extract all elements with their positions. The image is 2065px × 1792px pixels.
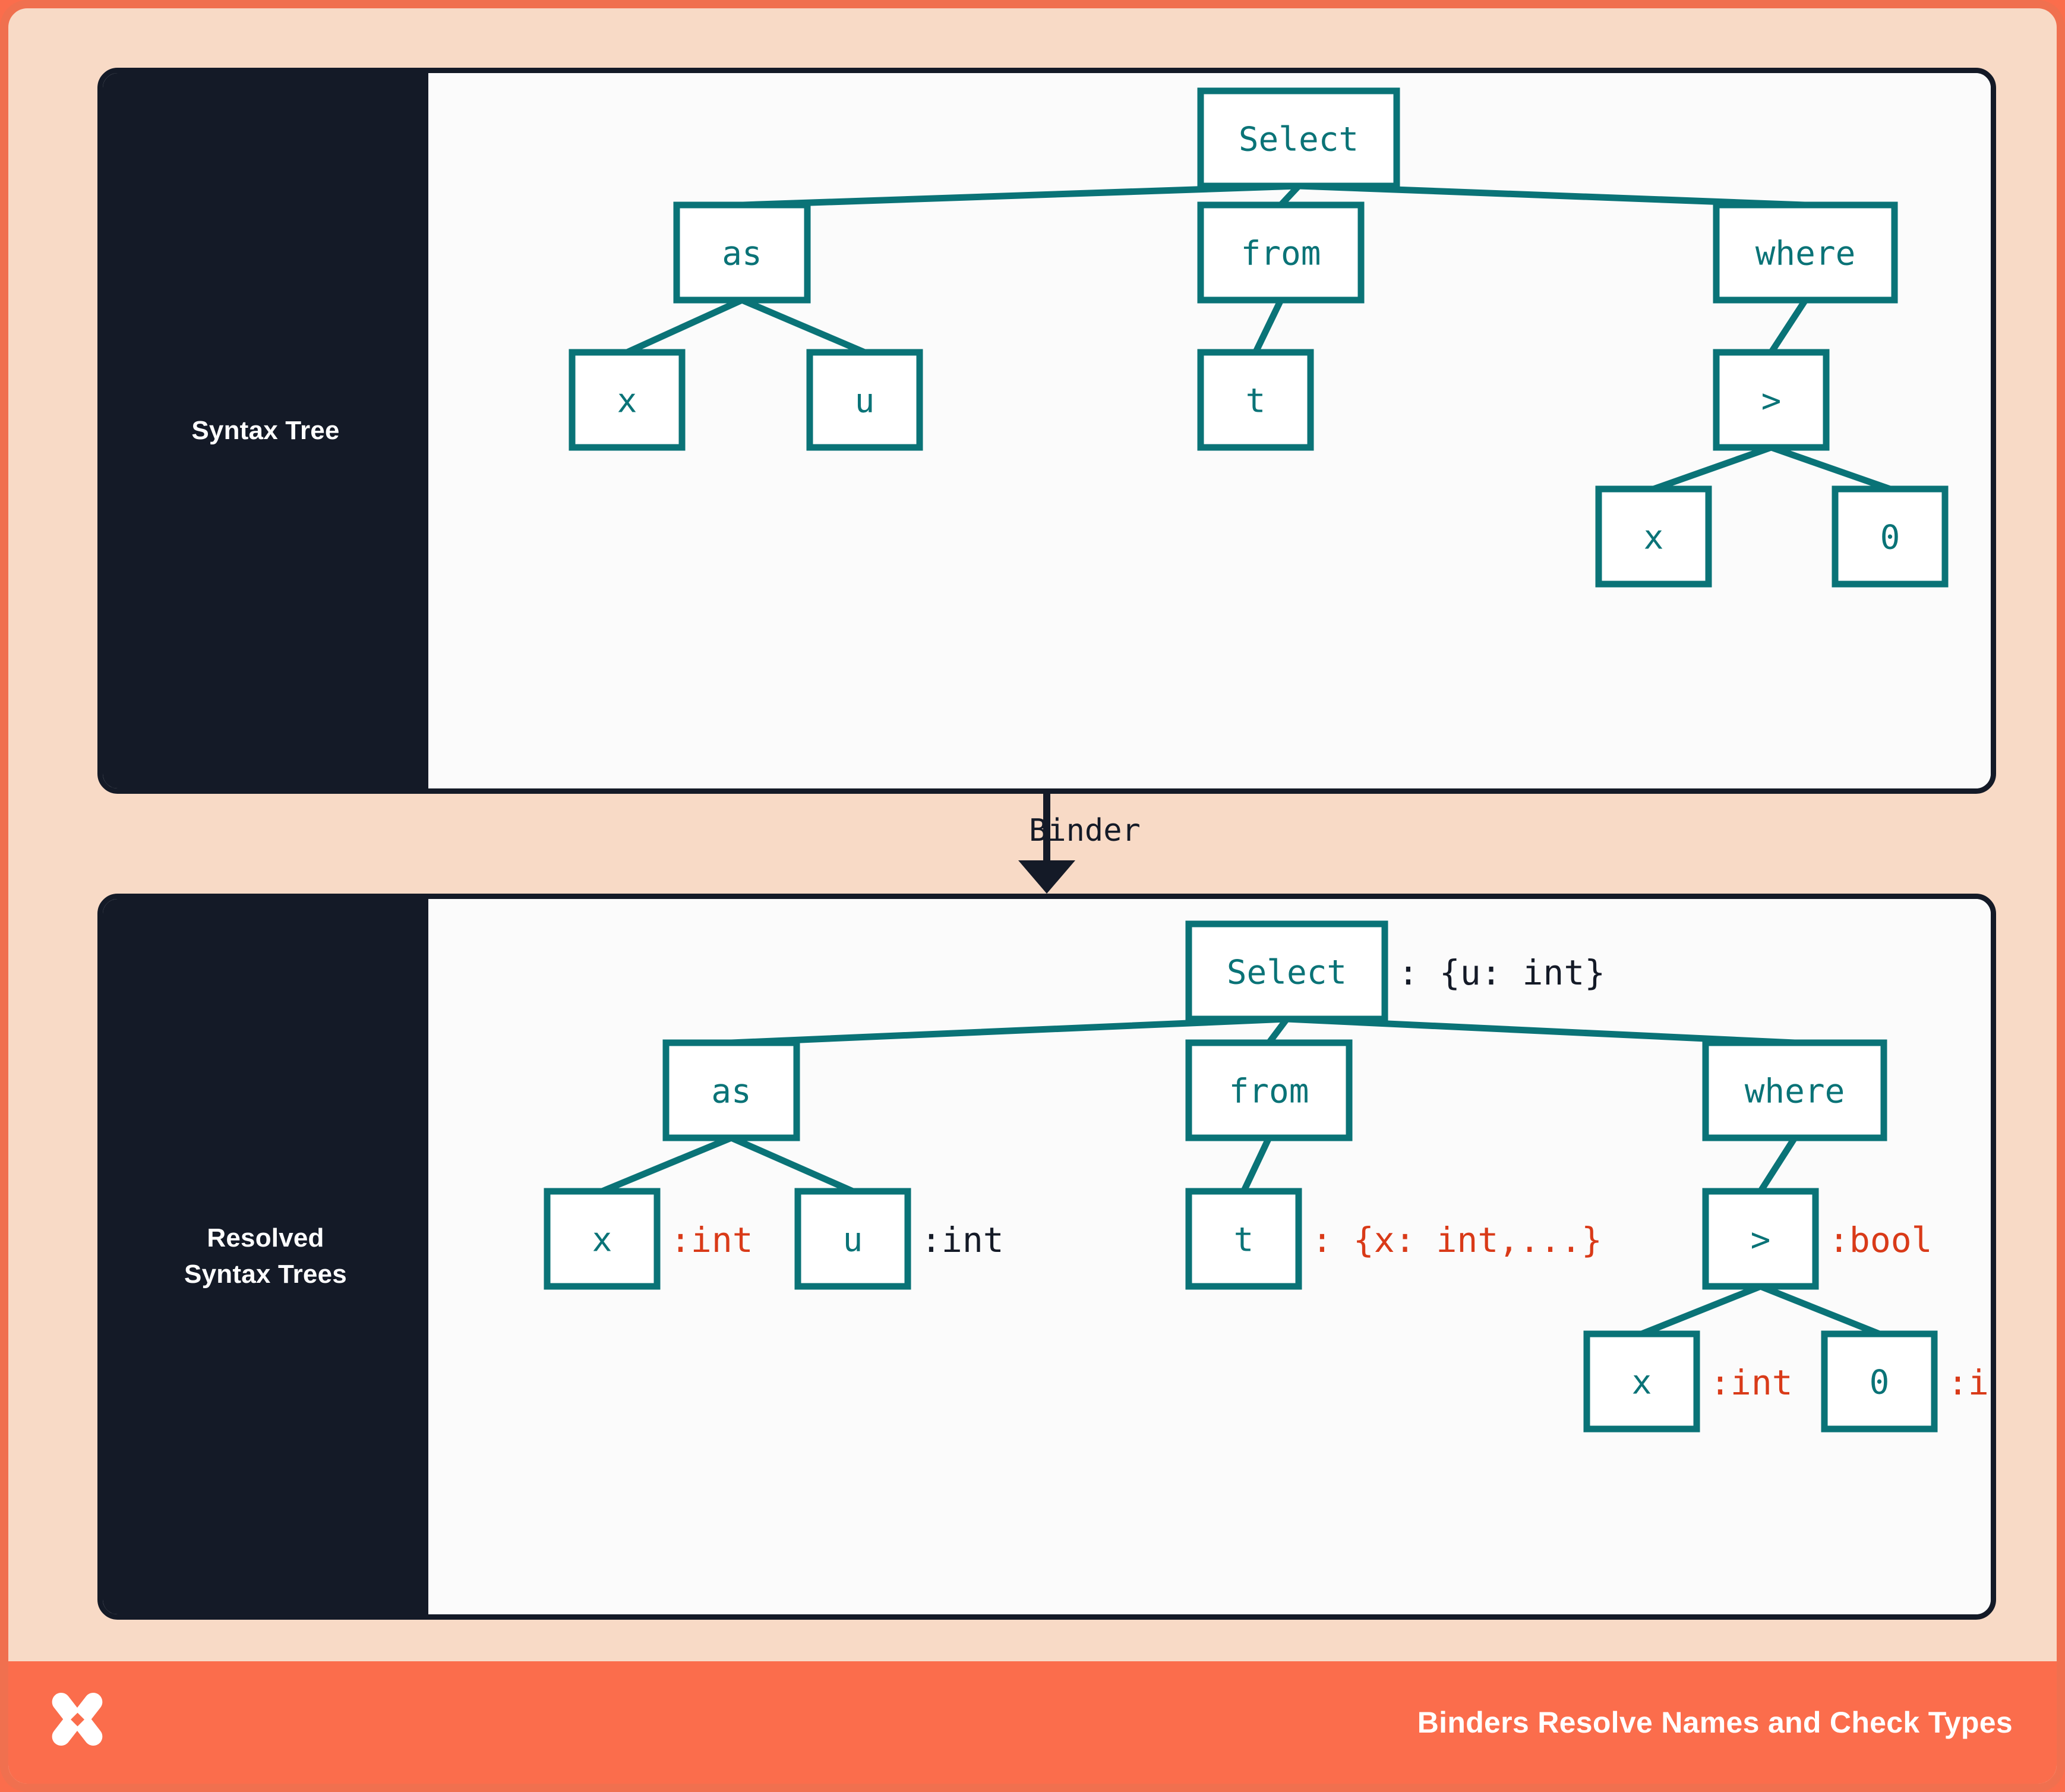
tree-edge <box>1755 1133 1799 1196</box>
tree-node-label: u <box>843 1221 863 1260</box>
syntax-tree-canvas: Select as from where x u t > x 0 <box>428 73 1991 788</box>
tree-edge <box>728 1015 1290 1046</box>
panel-label-text: Syntax Tree <box>191 415 340 445</box>
tree-node-annotation: :int <box>1710 1362 1793 1403</box>
tree-node-box <box>1713 201 1898 304</box>
tree-node-label: as <box>711 1072 751 1111</box>
tree-node-gt: > <box>1713 349 1830 451</box>
binder-arrow-icon <box>1018 794 1075 894</box>
tree-node-label: t <box>1234 1221 1254 1260</box>
tree-node-label: from <box>1229 1072 1309 1111</box>
tree-node-box <box>1197 201 1365 304</box>
tree-node-annotation: :int <box>670 1220 753 1260</box>
binder-arrow-region <box>97 794 1996 894</box>
tree-node-from-t: t <box>1197 349 1314 451</box>
tree-edge <box>1649 443 1776 494</box>
panel-label-resolved-syntax-trees: Resolved Syntax Trees <box>103 899 428 1614</box>
tree-node-label: u <box>855 382 875 421</box>
tree-node-box <box>569 349 686 451</box>
tree-node-from-t: t : {x: int,...} <box>1185 1188 1602 1290</box>
tree-node-from: from <box>1197 201 1365 304</box>
tree-node-box <box>806 349 923 451</box>
panel-syntax-tree: Syntax Tree Select as from where x u t > x 0 <box>97 68 1996 794</box>
tree-edge <box>623 295 747 357</box>
tree-node-label: where <box>1755 235 1856 273</box>
tree-node-label: Select <box>1227 954 1347 992</box>
tree-node-label: x <box>1632 1364 1652 1402</box>
tree-node-box <box>1702 1039 1887 1141</box>
tree-node-label: from <box>1241 235 1321 273</box>
tree-node-where: where <box>1702 1039 1887 1141</box>
tree-node-annotation: : {x: int,...} <box>1312 1220 1602 1260</box>
tree-node-box <box>794 1188 911 1290</box>
tree-edge <box>1239 1133 1274 1196</box>
tree-edge <box>1637 1282 1765 1339</box>
x-star-logo-icon <box>52 1693 103 1746</box>
tree-node-label: > <box>1751 1221 1771 1260</box>
tree-node-select: Select <box>1197 87 1400 190</box>
tree-node-as-x: x :int <box>544 1188 753 1290</box>
tree-node-label: as <box>722 235 762 273</box>
panel-label-text-line1: Resolved <box>207 1223 324 1253</box>
tree-node-as: as <box>662 1039 800 1141</box>
tree-node-box <box>1583 1330 1700 1433</box>
tree-node-box <box>544 1188 661 1290</box>
tree-node-box <box>1595 485 1712 588</box>
tree-node-annotation: :bool <box>1829 1220 1933 1260</box>
tree-edge <box>1766 295 1810 357</box>
tree-node-annotation: : {u: int} <box>1398 952 1605 993</box>
binder-label: Binder <box>1029 813 1141 848</box>
tree-node-box <box>1197 349 1314 451</box>
panel-resolved-syntax-trees: Resolved Syntax Trees Select : {u: int} as… <box>97 894 1996 1620</box>
tree-node-box <box>1197 87 1400 190</box>
tree-edge <box>727 1133 857 1196</box>
tree-node-box <box>1821 1330 1938 1433</box>
tree-node-box <box>1185 920 1388 1023</box>
tree-node-gt: > :bool <box>1702 1188 1933 1290</box>
tree-node-gt-0: 0 :int <box>1821 1330 1991 1433</box>
panel-label-text-line2: Syntax Trees <box>184 1260 347 1289</box>
tree-node-label: where <box>1745 1072 1845 1111</box>
tree-node-label: x <box>617 382 637 421</box>
tree-edge <box>1251 295 1286 357</box>
tree-node-box <box>1185 1039 1353 1141</box>
footer-title: Binders Resolve Names and Check Types <box>1417 1706 2013 1739</box>
tree-node-label: x <box>1644 519 1664 557</box>
tree-node-label: 0 <box>1870 1364 1890 1402</box>
tree-node-box <box>662 1039 800 1141</box>
panel-label-syntax-tree: Syntax Tree <box>103 73 428 788</box>
tree-node-label: 0 <box>1880 519 1900 557</box>
syntax-tree-graph: Select as from where x u t > x 0 <box>569 87 1949 588</box>
tree-node-box <box>673 201 811 304</box>
tree-node-label: x <box>592 1221 612 1260</box>
tree-node-as-u: u :int <box>794 1188 1004 1290</box>
tree-node-box <box>1185 1188 1302 1290</box>
tree-node-box <box>1713 349 1830 451</box>
tree-node-as-x: x <box>569 349 686 451</box>
tree-node-label: > <box>1761 382 1782 421</box>
tree-node-annotation: :int <box>1947 1362 1991 1403</box>
footer-bar: Binders Resolve Names and Check Types <box>8 1661 2057 1784</box>
tree-node-label: t <box>1246 382 1266 421</box>
tree-node-gt-x: x <box>1595 485 1712 588</box>
tree-node-box <box>1702 1188 1819 1290</box>
tree-node-label: Select <box>1239 121 1359 159</box>
tree-node-as-u: u <box>806 349 923 451</box>
tree-node-gt-x: x :int <box>1583 1330 1793 1433</box>
resolved-syntax-tree-canvas: Select : {u: int} as from where x :int u :int t : … <box>428 899 1991 1614</box>
tree-node-annotation: :int <box>921 1220 1004 1260</box>
tree-edge <box>1756 1282 1884 1339</box>
tree-edge <box>1264 1014 1292 1048</box>
tree-edge <box>598 1133 736 1196</box>
resolved-syntax-tree-graph: Select : {u: int} as from where x :int u :int t : … <box>544 920 1991 1433</box>
tree-node-box <box>1832 485 1949 588</box>
tree-edge <box>1283 1015 1798 1046</box>
tree-edge <box>737 295 869 357</box>
tree-node-select: Select : {u: int} <box>1185 920 1605 1023</box>
tree-node-where: where <box>1713 201 1898 304</box>
tree-node-as: as <box>673 201 811 304</box>
tree-edge <box>1767 443 1895 494</box>
tree-node-gt-0: 0 <box>1832 485 1949 588</box>
tree-node-from: from <box>1185 1039 1353 1141</box>
